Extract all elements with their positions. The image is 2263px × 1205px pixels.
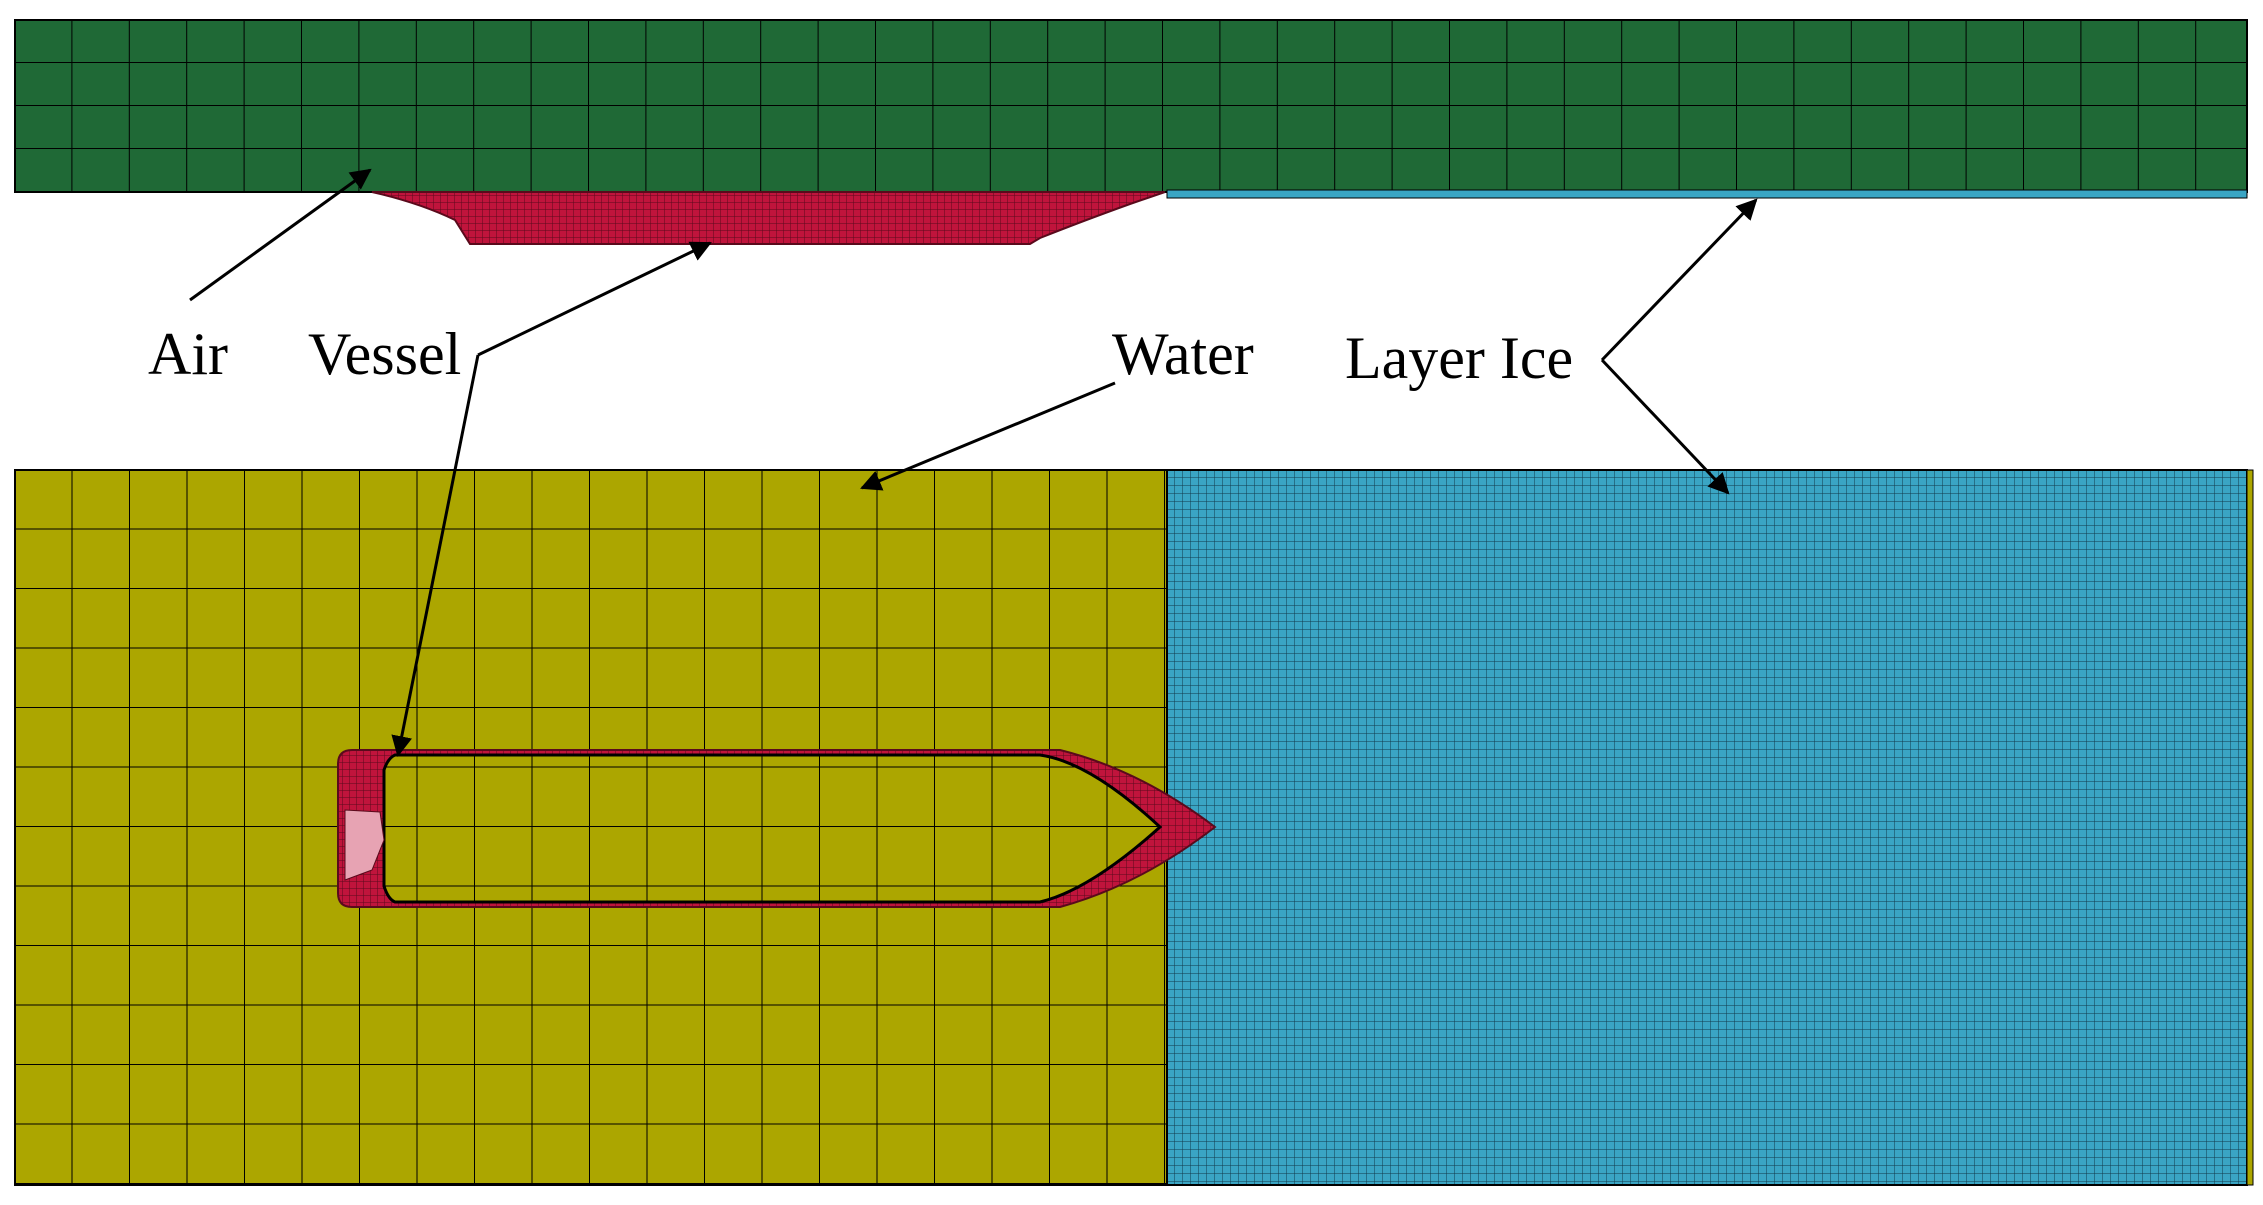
water-label: Water <box>1112 321 1254 387</box>
water-domain <box>14 469 1168 1186</box>
ice-right-edge-strip <box>2246 469 2254 1186</box>
vessel-stern-highlight <box>344 809 385 881</box>
air-arrow <box>189 168 372 302</box>
layer-ice-arrow-to-side-strip <box>1600 198 1758 362</box>
vessel-top-view <box>337 749 1217 908</box>
ice-layer-side-strip <box>1166 189 2248 199</box>
layer-ice-arrow-to-top-view <box>1600 358 1730 495</box>
air-label: Air <box>148 321 228 387</box>
leader-arrows <box>189 168 1758 758</box>
ice-layer-domain <box>1166 469 2254 1186</box>
water-arrow <box>860 381 1116 491</box>
air-domain <box>14 19 2248 199</box>
vessel-label: Vessel <box>308 321 461 387</box>
vessel-side-view <box>371 191 1166 245</box>
vessel-arrow-to-side-view <box>477 241 712 357</box>
vessel-arrow-to-top-view <box>391 354 480 758</box>
layer-ice-label: Layer Ice <box>1345 325 1573 391</box>
